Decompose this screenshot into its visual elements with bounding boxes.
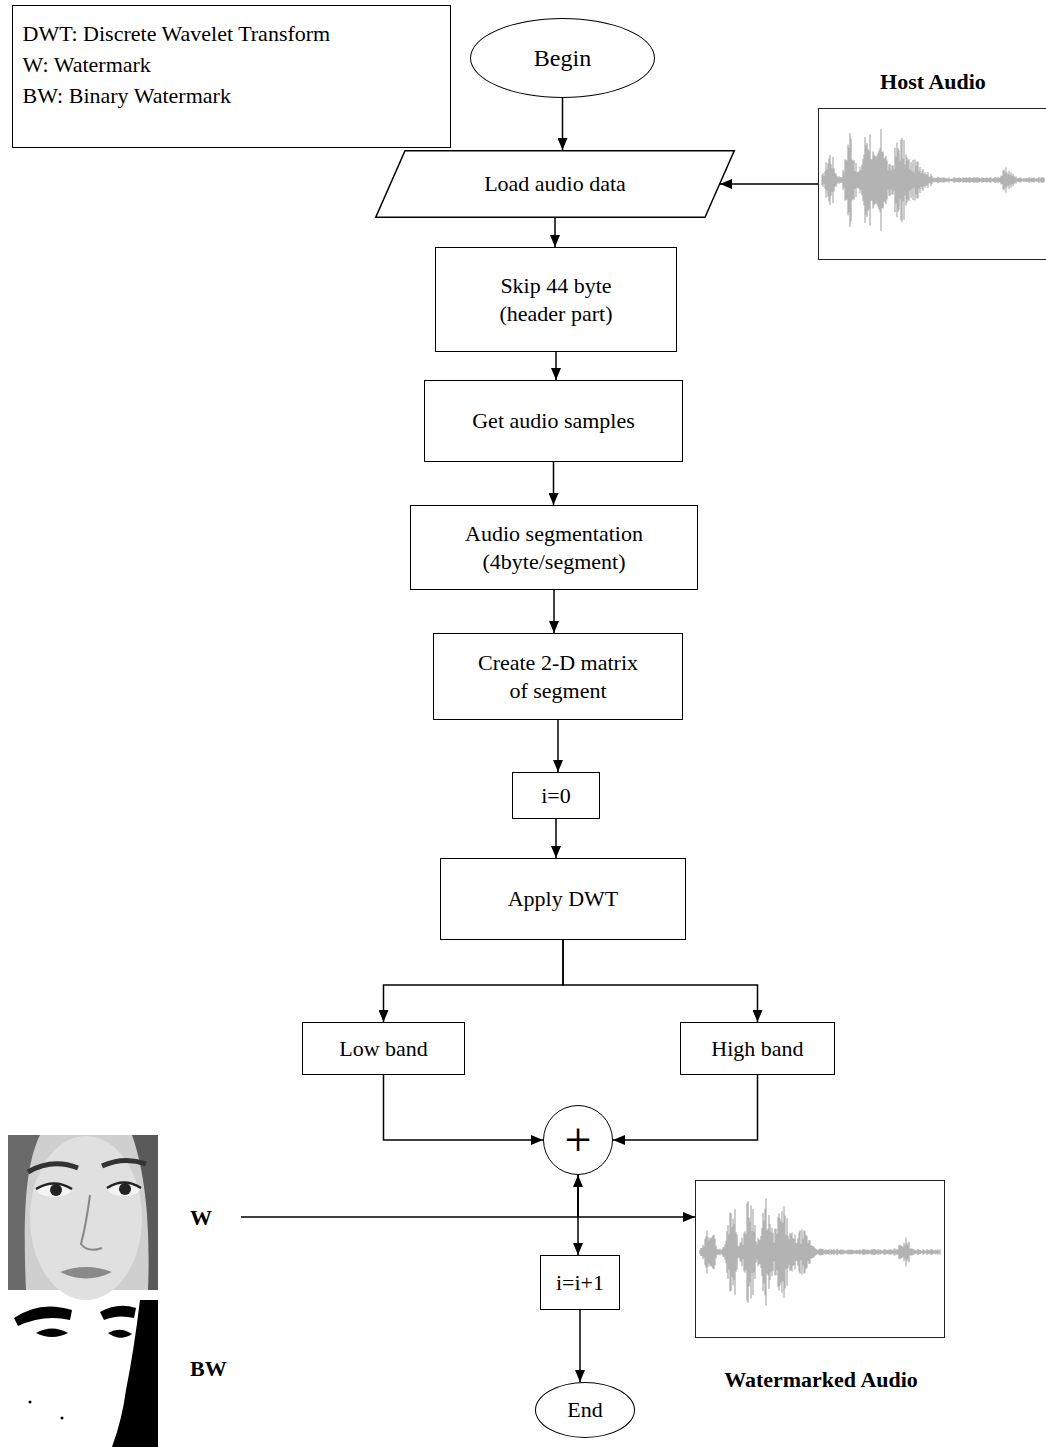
image-ground bbox=[8, 1300, 158, 1447]
node-text: High band bbox=[711, 1035, 803, 1063]
process-box: Audio segmentation (4byte/segment) bbox=[410, 505, 698, 590]
noise-dot bbox=[29, 1401, 32, 1404]
end-terminal: End bbox=[535, 1382, 635, 1438]
audio-frame: Watermarked Audio bbox=[695, 1180, 945, 1338]
eye-pupil bbox=[119, 1183, 131, 1195]
node-text: Low band bbox=[339, 1035, 428, 1063]
flow-arrow bbox=[578, 1175, 695, 1217]
nose bbox=[81, 1195, 102, 1250]
process-box: Create 2-D matrix of segment bbox=[433, 633, 683, 720]
flow-arrow bbox=[613, 1075, 758, 1140]
node-text: End bbox=[567, 1396, 602, 1424]
noise-dot bbox=[61, 1417, 64, 1420]
process-box: Skip 44 byte (header part) bbox=[435, 247, 677, 352]
binary-watermark-image bbox=[8, 1300, 158, 1447]
flow-arrow bbox=[555, 819, 557, 858]
abbreviation-text: BW: Binary Watermark bbox=[23, 80, 440, 111]
image-label: BW bbox=[190, 1356, 227, 1382]
node-text: Apply DWT bbox=[508, 885, 619, 913]
frame-caption: Watermarked Audio bbox=[696, 1367, 946, 1393]
flow-arrow bbox=[554, 218, 556, 247]
audio-frame: Host Audio bbox=[818, 108, 1046, 260]
watermarked-waveform bbox=[700, 1199, 940, 1306]
flow-arrow bbox=[720, 183, 818, 185]
flow-arrow bbox=[555, 352, 557, 380]
hair-blob bbox=[112, 1300, 158, 1447]
eye-white bbox=[108, 1182, 140, 1196]
node-text: Begin bbox=[534, 43, 591, 73]
start-terminal: Begin bbox=[470, 18, 655, 98]
abbreviation-box: DWT: Discrete Wavelet TransformW: Waterm… bbox=[12, 5, 451, 148]
watermark-face-image bbox=[8, 1135, 158, 1300]
eyelid bbox=[107, 1183, 141, 1189]
eyebrow bbox=[102, 1160, 146, 1166]
eyelid bbox=[36, 1184, 72, 1190]
eye-white bbox=[37, 1183, 71, 1197]
flow-arrow bbox=[557, 720, 559, 772]
flow-arrow bbox=[563, 940, 758, 1022]
counter-box: i=0 bbox=[512, 772, 600, 819]
node-text: i=0 bbox=[541, 782, 571, 810]
eyebrow-blob bbox=[100, 1306, 136, 1320]
hair-right bbox=[132, 1135, 158, 1290]
host-waveform bbox=[822, 129, 1044, 231]
node-text: Audio segmentation (4byte/segment) bbox=[454, 520, 654, 575]
band-box: Low band bbox=[302, 1022, 465, 1075]
abbreviation-text: W: Watermark bbox=[23, 49, 440, 80]
abbreviation-text: DWT: Discrete Wavelet Transform bbox=[23, 18, 440, 49]
watermark-image: BW bbox=[8, 1300, 223, 1447]
flow-arrow bbox=[553, 462, 555, 505]
eyebrow-blob bbox=[14, 1306, 72, 1326]
image-label: W bbox=[190, 1205, 212, 1231]
sum-symbol: + bbox=[564, 1116, 591, 1164]
node-text: Get audio samples bbox=[472, 407, 635, 435]
flow-arrow bbox=[553, 590, 555, 633]
process-box: Get audio samples bbox=[424, 380, 683, 462]
flow-arrow bbox=[384, 940, 564, 1022]
frame-caption: Host Audio bbox=[819, 69, 1046, 95]
eye-blob bbox=[36, 1329, 68, 1338]
node-text: i=i+1 bbox=[556, 1269, 604, 1297]
flow-arrow bbox=[577, 1175, 579, 1255]
eye-blob bbox=[108, 1330, 132, 1338]
flow-arrow bbox=[562, 98, 564, 150]
node-text: Create 2-D matrix of segment bbox=[472, 649, 644, 704]
process-box: Apply DWT bbox=[440, 858, 686, 940]
band-box: High band bbox=[680, 1022, 835, 1075]
eye-pupil bbox=[50, 1184, 62, 1196]
node-text: Load audio data bbox=[484, 170, 626, 198]
eyebrow bbox=[28, 1164, 78, 1172]
input-parallelogram: Load audio data bbox=[375, 150, 735, 218]
flow-arrow bbox=[241, 1175, 578, 1217]
counter-box: i=i+1 bbox=[540, 1255, 620, 1310]
watermark-image: W bbox=[8, 1135, 223, 1290]
flow-arrow bbox=[579, 1310, 581, 1382]
lips bbox=[60, 1267, 112, 1279]
parallelogram-shape bbox=[376, 151, 735, 218]
hair-left bbox=[8, 1135, 40, 1290]
node-text: Skip 44 byte (header part) bbox=[481, 272, 631, 327]
flow-arrow bbox=[384, 1075, 544, 1140]
sum-circle: + bbox=[543, 1105, 613, 1175]
